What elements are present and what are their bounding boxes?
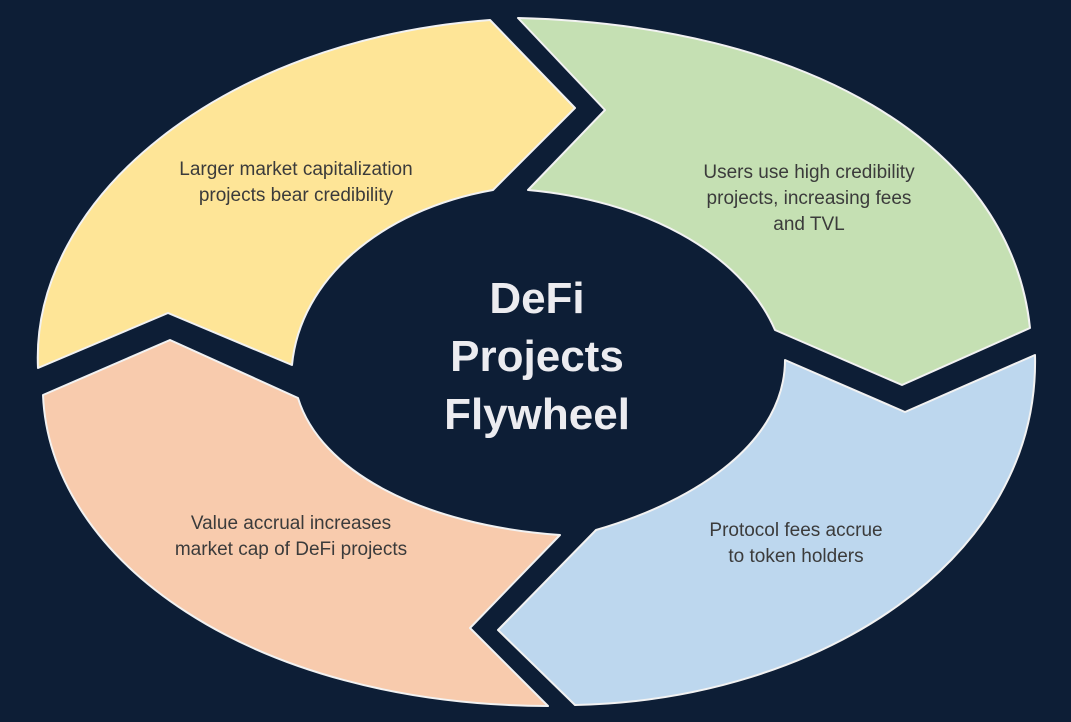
segment-top-right-arrow: [517, 17, 1031, 386]
segment-top-left-arrow: [36, 19, 576, 369]
center-title: DeFi Projects Flywheel: [444, 274, 630, 439]
segment-bottom-left-arrow: [42, 339, 561, 707]
segment-bottom-right-label: Protocol fees accrue to token holders: [709, 520, 883, 567]
segment-bottom-right-arrow: [497, 354, 1037, 706]
segment-top-left-label: Larger market capitalization projects be…: [179, 159, 413, 206]
segment-top-right-label: Users use high credibility projects, inc…: [703, 162, 915, 235]
segment-bottom-left-label: Value accrual increases market cap of De…: [174, 513, 408, 560]
